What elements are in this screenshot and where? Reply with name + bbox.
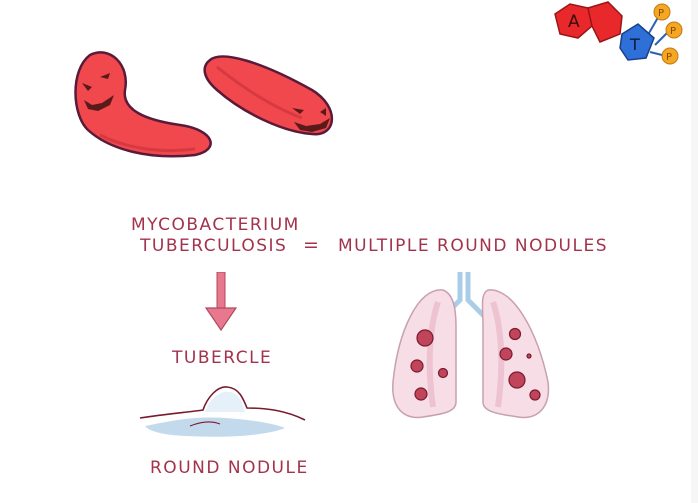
svg-text:P: P [658, 8, 664, 19]
round-nodule-illustration [139, 386, 306, 437]
round-nodule-label: ROUND NODULE [150, 458, 309, 478]
bacterium-curved-icon [74, 51, 212, 158]
bacterium-rod-icon [203, 55, 334, 136]
result-label: MULTIPLE ROUND NODULES [338, 236, 608, 256]
svg-text:P: P [666, 52, 672, 63]
equals-sign: = [303, 234, 321, 256]
down-arrow-icon [204, 272, 238, 332]
svg-text:A: A [568, 12, 580, 32]
lungs-illustration [392, 272, 550, 419]
title-line-1: MYCOBACTERIUM [131, 215, 300, 235]
tubercle-label: TUBERCLE [172, 348, 273, 368]
svg-text:P: P [670, 26, 676, 37]
svg-text:T: T [629, 35, 640, 54]
right-edge-strip [691, 0, 698, 503]
title-line-2: TUBERCULOSIS [140, 236, 288, 256]
atp-logo-icon: A T P P P [554, 1, 683, 65]
